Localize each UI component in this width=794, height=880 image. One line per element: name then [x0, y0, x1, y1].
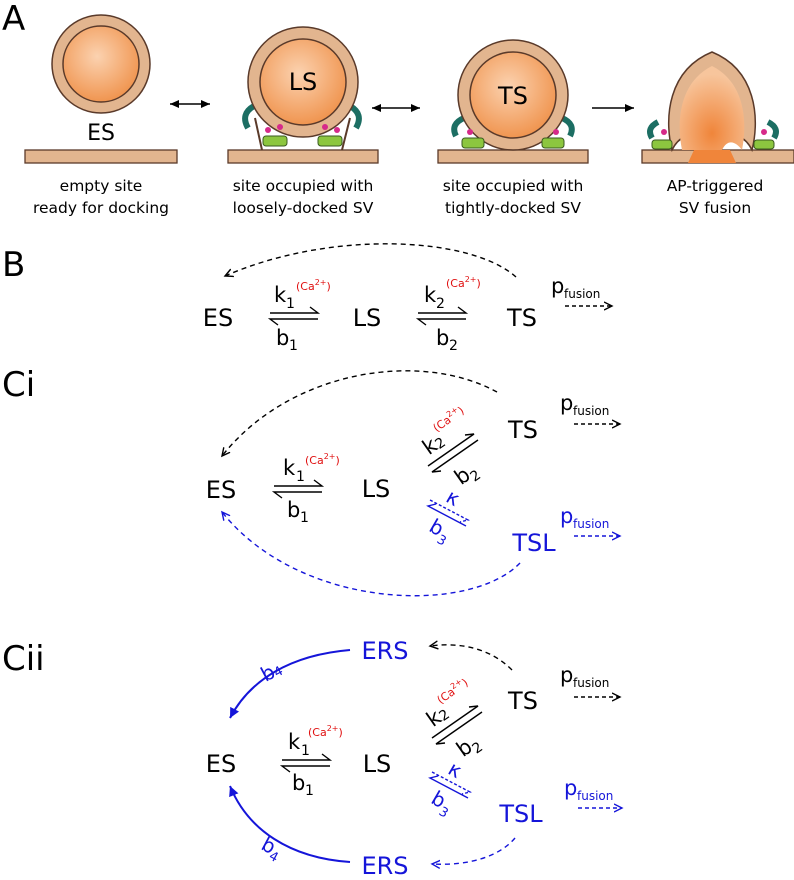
rate-b1-sub: 1	[305, 783, 314, 799]
stage-state-label: LS	[289, 68, 318, 96]
state-ers-top: ERS	[361, 637, 408, 665]
rate-k1-sub: 1	[286, 296, 295, 312]
fusion-probability: p	[560, 663, 573, 687]
fusion-probability-blue: p	[564, 776, 577, 800]
fusion-probability-sub: fusion	[564, 287, 600, 301]
rate-k1-sub: 1	[301, 743, 310, 759]
state-ls: LS	[362, 475, 391, 503]
plasma-membrane	[24, 149, 178, 164]
scheme-b: ES LS TS k 1 (Ca2+) b 1 k 2 (Ca2+) b 2 p…	[203, 243, 612, 354]
stage-caption-line2: SV fusion	[679, 199, 751, 217]
rate-k1: k	[288, 730, 301, 754]
plasma-membrane	[227, 149, 379, 164]
recycle-arrow-ts-es	[222, 370, 498, 456]
panel-label-a: A	[2, 0, 25, 39]
state-ts: TS	[506, 304, 537, 332]
stage-caption-line1: empty site	[60, 177, 143, 195]
stage-fusion: AP-triggered SV fusion	[641, 51, 794, 217]
stage-tightly-docked: TS site occupied with tightly-docked SV	[437, 39, 589, 217]
state-ers-bottom: ERS	[361, 852, 408, 880]
state-ts: TS	[507, 416, 538, 444]
stage-empty-site: ES empty site ready for docking	[24, 14, 178, 217]
rate-k2: k	[424, 283, 437, 307]
recycle-arrow-tsl-es	[222, 512, 521, 597]
rate-b2-sub: 2	[449, 338, 458, 354]
recycle-arrow-tsl-ers	[432, 837, 516, 864]
rate-kappa: κ	[442, 484, 464, 511]
fusion-probability-blue-sub: fusion	[577, 789, 613, 803]
calcium-dependence-k1: (Ca2+)	[296, 278, 331, 293]
panel-label-b: B	[2, 245, 25, 285]
state-ls: LS	[353, 304, 382, 332]
docked-vesicle-lumen	[469, 51, 557, 139]
teal-protein	[451, 115, 575, 138]
rate-b1: b	[287, 498, 300, 522]
recovery-arrow-ers-es-top	[229, 649, 351, 719]
stage-state-label: ES	[87, 121, 115, 146]
fusion-probability-blue-sub: fusion	[573, 517, 609, 531]
rate-kappa: κ	[444, 756, 466, 783]
state-tsl: TSL	[498, 800, 543, 828]
stage-caption-line1: site occupied with	[443, 177, 584, 195]
rate-b1-sub: 1	[300, 510, 309, 526]
stage-caption-line1: site occupied with	[233, 177, 374, 195]
stage-caption-line2: ready for docking	[33, 199, 169, 217]
green-protein	[317, 135, 343, 147]
recycle-arrow-ts-es	[225, 243, 517, 278]
fusion-probability-sub: fusion	[573, 404, 609, 418]
calcium-dependence-k2: (Ca2+)	[446, 275, 481, 290]
green-protein	[461, 137, 485, 149]
state-tsl: TSL	[511, 529, 556, 557]
rate-b1-sub: 1	[289, 338, 298, 354]
rate-b1: b	[276, 326, 289, 350]
recycle-arrow-ts-ers	[430, 645, 513, 671]
stage-caption-line2: loosely-docked SV	[233, 199, 374, 217]
teal-protein	[647, 119, 779, 140]
state-ts: TS	[507, 687, 538, 715]
state-ls: LS	[363, 750, 392, 778]
stage-caption-line1: AP-triggered	[667, 177, 764, 195]
stage-state-label: TS	[497, 82, 528, 110]
panel-label-cii: Cii	[2, 639, 45, 679]
scheme-ci: ES LS TS TSL k 1 (Ca2+) b 1 k 2 (Ca2+) b…	[206, 370, 620, 597]
green-protein	[541, 137, 565, 149]
fusion-probability-sub: fusion	[573, 676, 609, 690]
green-protein	[262, 135, 288, 147]
state-es: ES	[206, 476, 236, 504]
rate-b2: b	[436, 326, 449, 350]
rate-k1: k	[274, 283, 287, 307]
free-vesicle-lumen	[62, 25, 140, 103]
calcium-dependence-k2: (Ca2+)	[430, 402, 467, 434]
stage-loosely-docked: LS site occupied with loosely-docked SV	[227, 26, 379, 217]
fusion-probability: p	[551, 274, 564, 298]
recovery-arrow-ers-es-bottom	[229, 785, 351, 863]
rate-k1-sub: 1	[296, 469, 305, 485]
calcium-dependence-k2: (Ca2+)	[434, 674, 471, 706]
fusion-pore-opening	[688, 150, 736, 163]
plasma-membrane	[437, 149, 589, 164]
green-protein	[651, 139, 673, 150]
scheme-cii: ERS ERS ES LS TS TSL b 4 b 4 k 1 (Ca2+) …	[206, 637, 622, 880]
rate-k2-sub: 2	[436, 296, 445, 312]
fusion-pore	[679, 66, 745, 150]
panel-label-ci: Ci	[2, 365, 35, 405]
docked-vesicle-lumen	[259, 38, 347, 126]
rate-k1: k	[283, 456, 296, 480]
green-protein	[753, 139, 775, 150]
calcium-dependence-k1: (Ca2+)	[308, 724, 343, 739]
stage-caption-line2: tightly-docked SV	[445, 199, 581, 217]
calcium-dependence-k1: (Ca2+)	[305, 452, 340, 467]
state-es: ES	[203, 304, 233, 332]
state-es: ES	[206, 750, 236, 778]
fusion-probability-blue: p	[560, 504, 573, 528]
fusion-probability: p	[560, 391, 573, 415]
rate-b1: b	[292, 771, 305, 795]
